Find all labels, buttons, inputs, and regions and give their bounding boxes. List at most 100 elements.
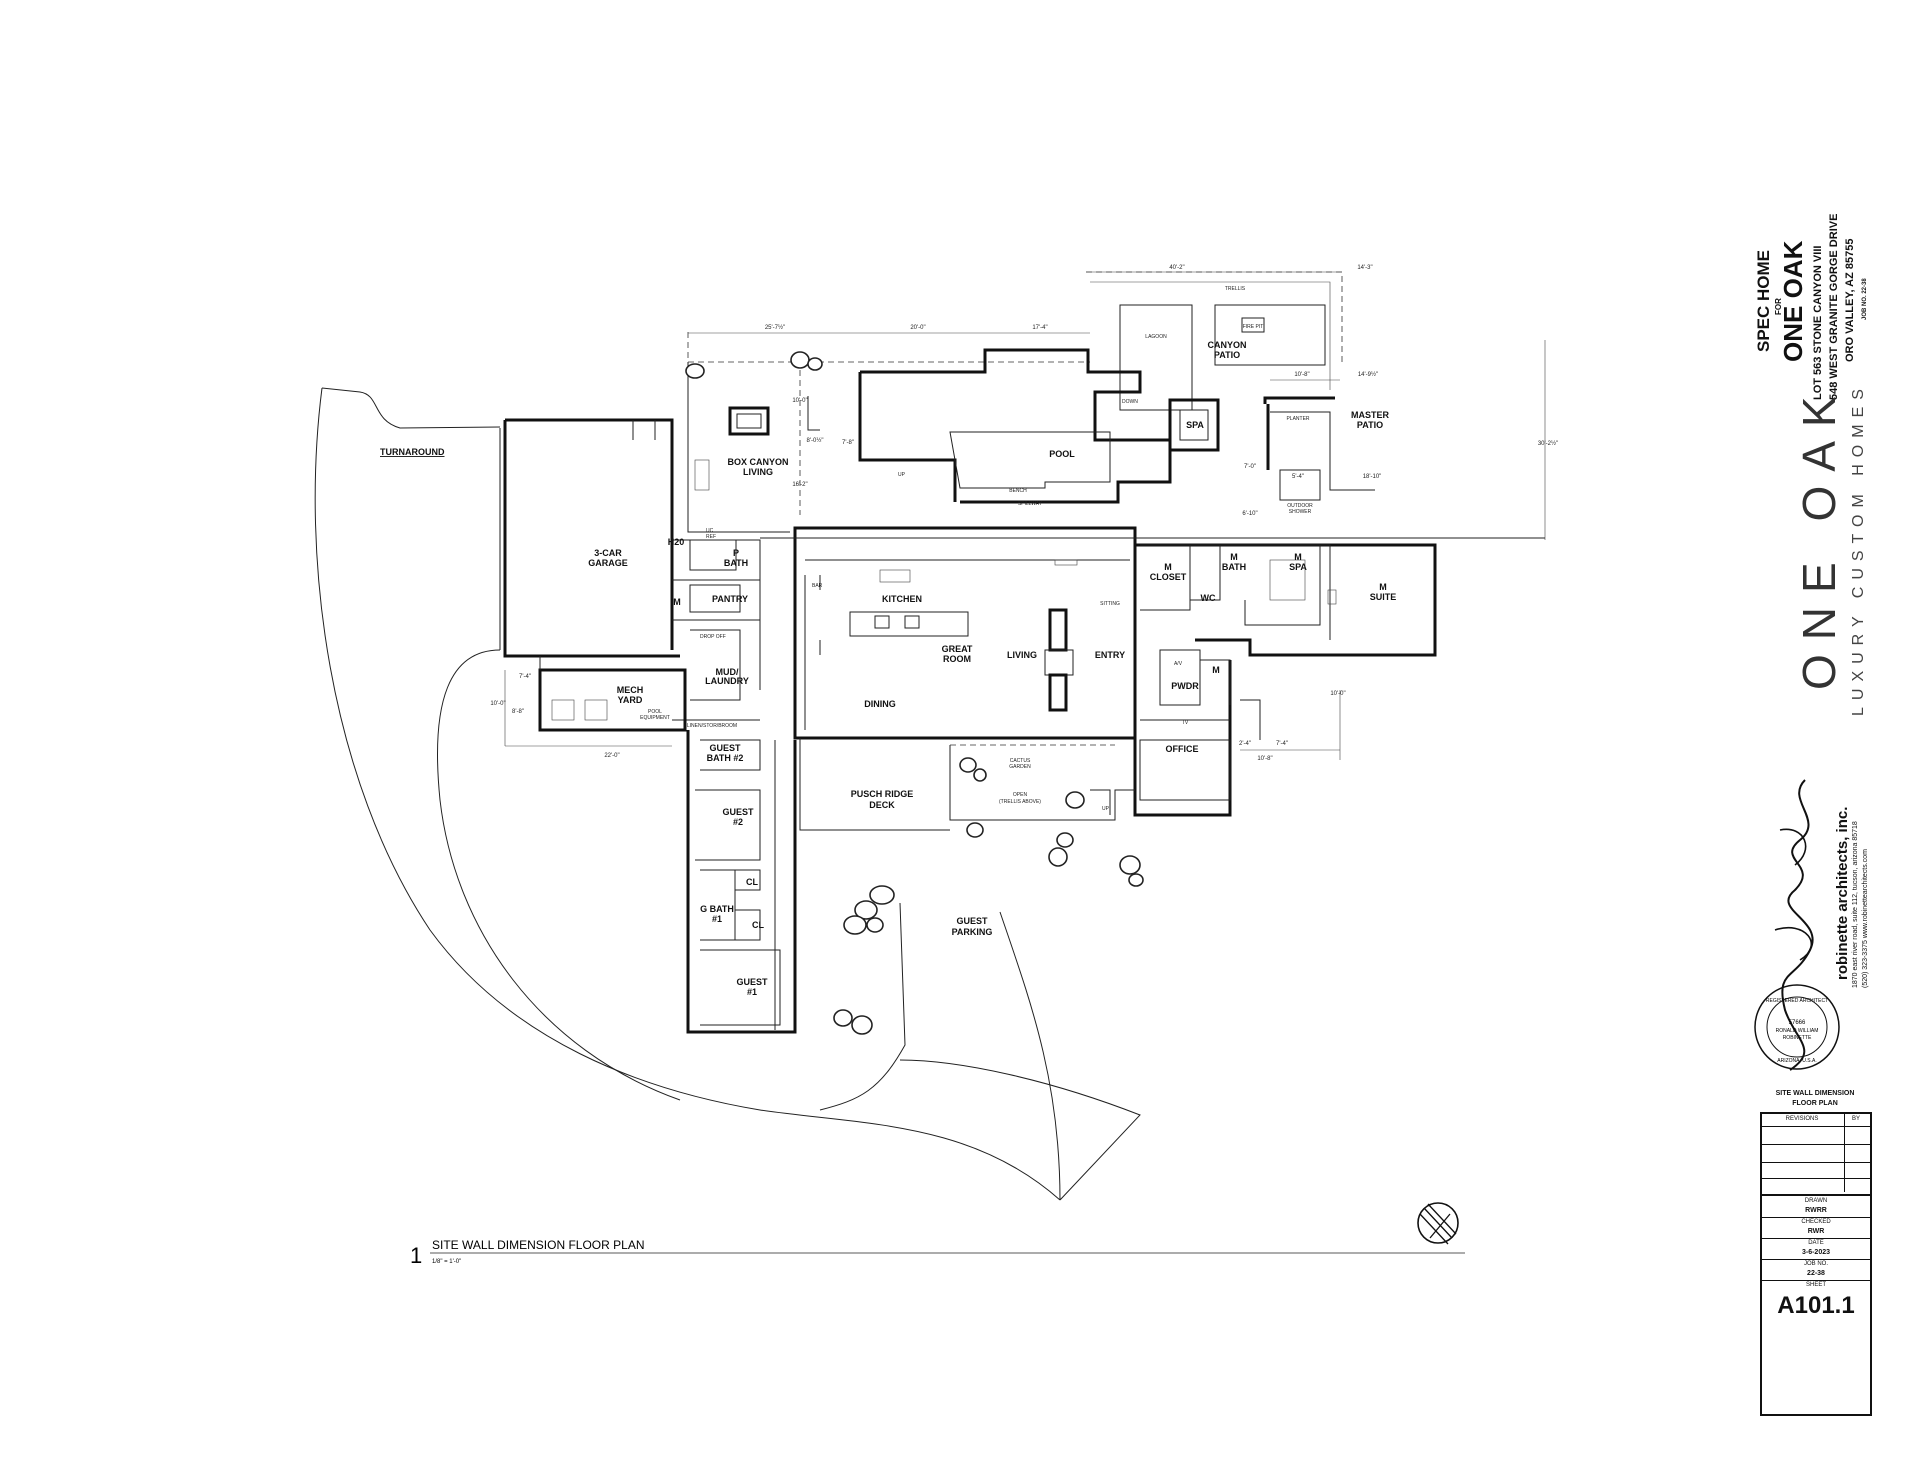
label-master-patio-2: PATIO (1357, 420, 1383, 430)
label-pool: POOL (1049, 449, 1075, 459)
label-spa: SPA (1186, 420, 1204, 430)
label-sitting: SITTING (1100, 601, 1120, 607)
checked-label: CHECKED (1801, 1219, 1831, 1225)
dim-4: 40'-2" (1169, 265, 1184, 271)
label-m-closet: M (1164, 562, 1172, 572)
dim-18: 10'-0" (490, 701, 505, 707)
label-pool-equip-2: EQUIPMENT (640, 715, 670, 721)
label-guest1-2: #1 (747, 987, 757, 997)
label-pantry: PANTRY (712, 594, 748, 604)
label-m-suite: M (1379, 582, 1387, 592)
firm-phone: (520) 323-3375 www.robinettearchitects.c… (1862, 849, 1869, 988)
label-parking: PARKING (952, 927, 993, 937)
label-deck: DECK (869, 800, 895, 810)
label-guest2-2: #2 (733, 817, 743, 827)
label-up-deck: UP (1102, 806, 1110, 812)
label-garage: 3-CAR (594, 548, 622, 558)
label-box-canyon: BOX CANYON (727, 457, 788, 467)
label-garage-2: GARAGE (588, 558, 628, 568)
firm-name: robinette architects, inc. (1834, 806, 1851, 980)
label-wc: WC (1201, 593, 1216, 603)
label-m-bath: M (1230, 552, 1238, 562)
label-cl-1: CL (746, 877, 758, 887)
sheet-title: SITE WALL DIMENSION (1775, 1090, 1855, 1097)
label-garden: GARDEN (1009, 764, 1031, 770)
label-kitchen: KITCHEN (882, 594, 922, 604)
svg-text:ARIZONA, U.S.A.: ARIZONA, U.S.A. (1777, 1058, 1816, 1064)
svg-text:REGISTERED ARCHITECT: REGISTERED ARCHITECT (1766, 998, 1828, 1004)
label-pool-equip: POOL (648, 709, 662, 715)
label-guest2: GUEST (722, 807, 754, 817)
label-living: LIVING (1007, 650, 1037, 660)
dim-15: 7'-0" (1244, 464, 1256, 470)
label-laundry: LAUNDRY (705, 676, 749, 686)
label-guest-bath2-2: BATH #2 (707, 753, 744, 763)
brand-tagline: LUXURY CUSTOM HOMES (1850, 382, 1867, 716)
revisions-header: REVISIONS (1785, 1116, 1819, 1122)
label-linen: LINEN/STOR/BROOM (687, 723, 737, 729)
dim-20: 7'-4" (519, 674, 531, 680)
label-down: DOWN (1122, 399, 1138, 405)
dim-7: 14'-9½" (1358, 371, 1378, 378)
label-yard: YARD (618, 695, 643, 705)
house-walls (499, 362, 1437, 1034)
label-spillway: SPILLWAY (1018, 501, 1043, 507)
label-m-mech: M (1212, 665, 1220, 675)
label-h20: H20 (668, 537, 685, 547)
label-mech: MECH (617, 685, 644, 695)
boulders (685, 351, 1144, 1035)
label-m-bath-2: BATH (1222, 562, 1246, 572)
sheet-number: A101.1 (1777, 1292, 1855, 1319)
date-label: DATE (1808, 1240, 1824, 1246)
dim-11: 16'-2" (792, 482, 807, 488)
label-entry: ENTRY (1095, 650, 1125, 660)
svg-text:57666: 57666 (1789, 1020, 1806, 1026)
label-guest1: GUEST (736, 977, 768, 987)
label-up-pool: UP (898, 472, 906, 478)
label-p-bath-2: BATH (724, 558, 748, 568)
label-canyon-patio-2: PATIO (1214, 350, 1240, 360)
label-trellis-above: (TRELLIS ABOVE) (999, 799, 1041, 805)
dimension-text: 25'-7½" 20'-0" 17'-4" 40'-2" 14'-3" 10'-… (490, 265, 1558, 762)
project-name: SPEC HOME (1754, 249, 1773, 352)
dim-19: 8'-8" (512, 709, 524, 715)
dim-23: 10'-8" (1257, 756, 1272, 762)
by-header: BY (1851, 1116, 1860, 1122)
label-gbath1: G BATH (700, 904, 734, 914)
architect-signature (1774, 779, 1814, 1071)
drawn-label: DRAWN (1804, 1198, 1828, 1204)
sheet-title-2: FLOOR PLAN (1792, 1100, 1838, 1107)
label-pwdr: PWDR (1171, 681, 1199, 691)
plan-scale: 1/8" = 1'-0" (432, 1259, 461, 1265)
dim-1: 25'-7½" (765, 324, 785, 331)
dim-12: 5'-4" (1292, 474, 1304, 480)
label-gbath1-2: #1 (712, 914, 722, 924)
label-m-spa: M (1294, 552, 1302, 562)
project-city: ORO VALLEY, AZ 85755 (1844, 238, 1856, 362)
drawn-value: RWRR (1805, 1207, 1827, 1214)
dimension-lines (504, 271, 1546, 760)
label-outdoor-shower: OUTDOOR (1287, 503, 1313, 509)
firm-address: 1870 east river road, suite 112, tucson,… (1852, 821, 1859, 988)
client-name: ONE OAK (1778, 240, 1808, 362)
label-planter: PLANTER (1286, 416, 1309, 422)
dim-13: 18'-10" (1363, 474, 1382, 480)
label-great-room: GREAT (942, 644, 973, 654)
project-lot: LOT 563 STONE CANYON VIII (1812, 245, 1824, 400)
date-value: 3-6-2023 (1801, 1249, 1831, 1256)
label-bar: BAR (812, 583, 823, 589)
label-canyon-patio: CANYON (1207, 340, 1246, 350)
job-label: JOB NO. (1803, 1261, 1828, 1267)
label-guest-bath2: GUEST (709, 743, 741, 753)
brand-logo: ONE OAK (1793, 382, 1845, 690)
dim-17: 22'-0" (604, 753, 619, 759)
label-bench: BENCH (1009, 488, 1027, 494)
room-labels: TURNAROUND 3-CAR GARAGE BOX CANYON LIVIN… (380, 286, 1396, 997)
label-open: OPEN (1013, 792, 1028, 798)
svg-text:RONALD WILLIAM: RONALD WILLIAM (1776, 1028, 1819, 1034)
label-m-small: M (673, 597, 681, 607)
svg-text:ROBINETTE: ROBINETTE (1783, 1035, 1812, 1041)
sheet-label: SHEET (1805, 1282, 1826, 1288)
dim-16: 6'-10" (1242, 511, 1257, 517)
